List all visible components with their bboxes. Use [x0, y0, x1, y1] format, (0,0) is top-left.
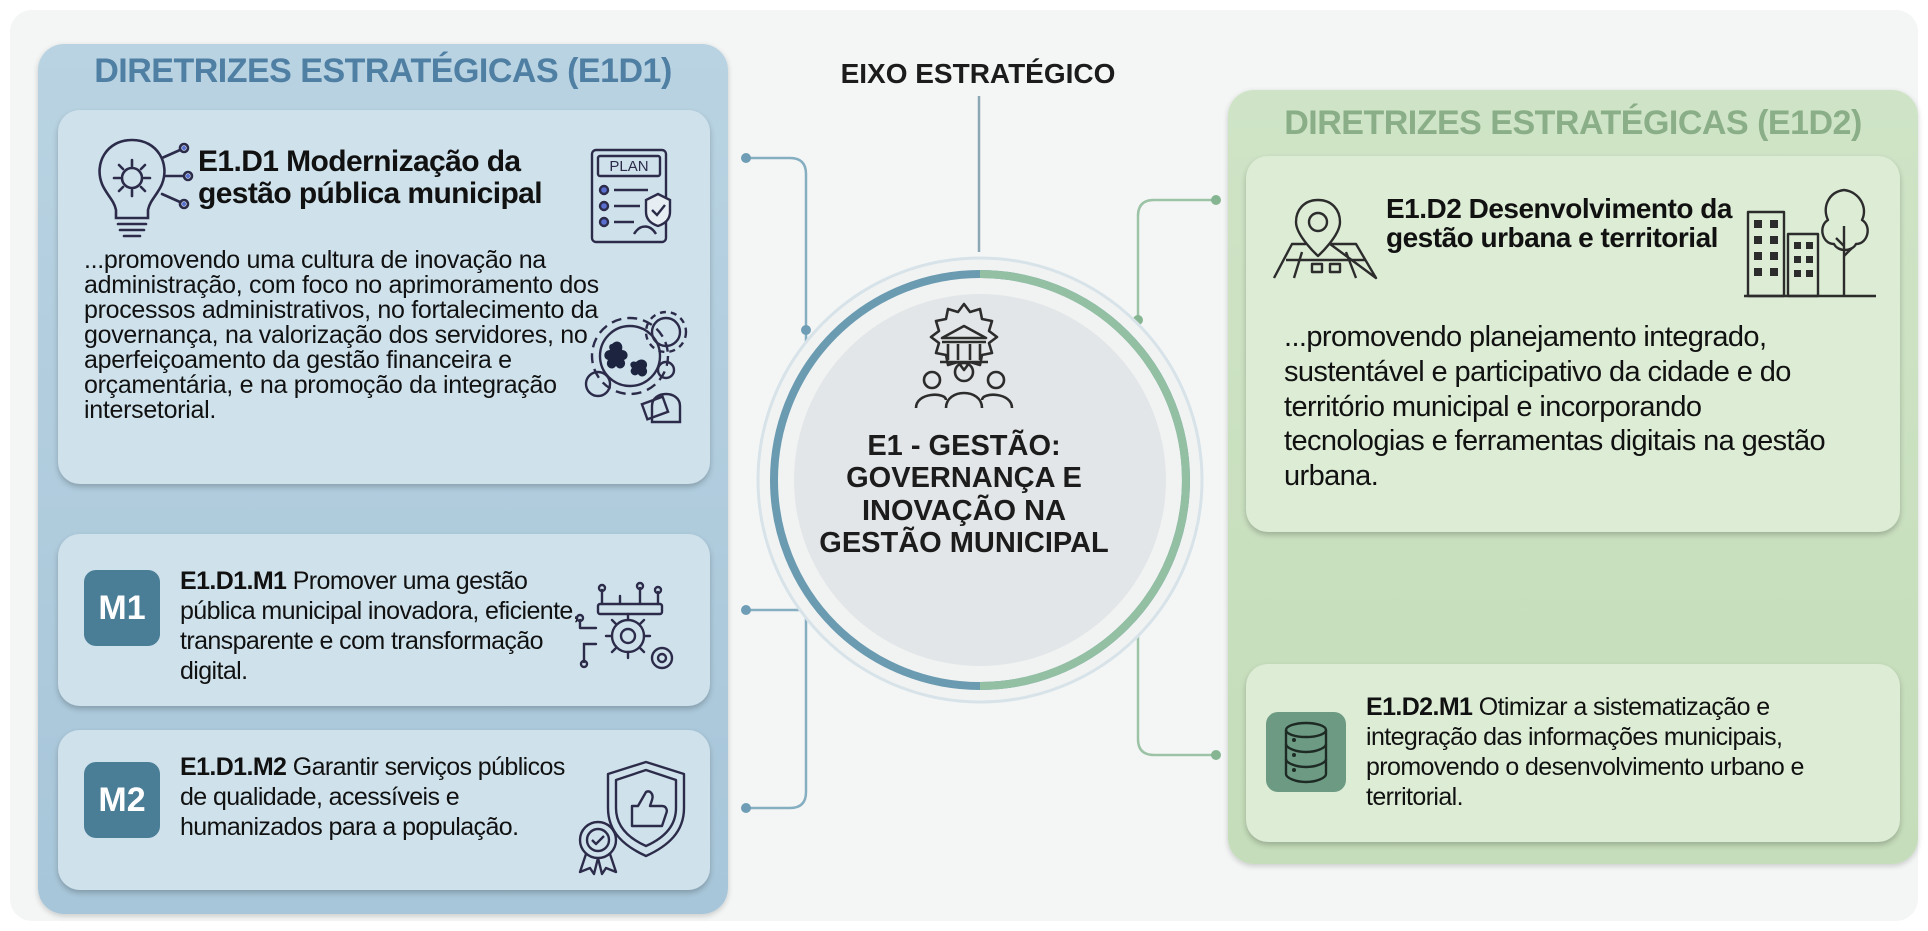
directive-card-e1d1 [58, 110, 710, 484]
directive-body-e1d2: ...promovendo planejamento integrado, su… [1284, 321, 1826, 493]
goal-description-e1d2m1: Otimizar a sistematização e integração d… [1366, 693, 1804, 811]
goal-card-e1d2m1 [1246, 664, 1900, 842]
goal-text-e1d1m1: E1.D1.M1 Promover uma gestão pública mun… [180, 566, 600, 686]
goal-card-e1d1m2 [58, 730, 710, 890]
strategic-axis-label: EIXO ESTRATÉGICO [840, 58, 1116, 89]
goal-text-e1d1m2: E1.D1.M2 Garantir serviços públicos de q… [180, 752, 590, 842]
goal-description-e1d1m2: Garantir serviços públicos de qualidade,… [180, 753, 565, 841]
plan-icon-label: PLAN [609, 158, 648, 175]
directive-title-e1d1: E1.D1 Modernização da gestão pública mun… [198, 145, 543, 210]
innovation-lightbulb-icon [98, 138, 194, 238]
directive-card-e1d2 [1246, 156, 1900, 532]
goal-code-e1d2m1: E1.D2.M1 [1366, 693, 1473, 721]
city-buildings-trees-icon [1744, 188, 1876, 298]
central-axis-title: E1 - GESTÃO: GOVERNANÇA E INOVAÇÃO NA GE… [819, 430, 1109, 560]
goal-code-e1d1m1: E1.D1.M1 [180, 567, 287, 595]
center-circle [756, 256, 1204, 704]
directive-body-e1d1: ...promovendo uma cultura de inovação na… [84, 246, 599, 424]
goal-card-e1d1m1 [58, 534, 710, 706]
goal-code-e1d1m2: E1.D1.M2 [180, 753, 287, 781]
plan-checklist-icon: PLAN [590, 148, 672, 244]
goal-text-e1d2m1: E1.D2.M1 Otimizar a sistematização e int… [1366, 692, 1876, 812]
left-panel-title: DIRETRIZES ESTRATÉGICAS (E1D1) [94, 52, 672, 90]
map-location-pin-icon [1272, 198, 1378, 280]
quality-shield-award-icon [578, 760, 686, 876]
directive-title-e1d2: E1.D2 Desenvolvimento da gestão urbana e… [1386, 193, 1732, 254]
database-server-icon [1266, 712, 1346, 792]
goal-badge-m2: M2 [84, 762, 160, 838]
governance-building-people-icon [914, 302, 1014, 409]
digital-gear-circuit-icon [575, 581, 674, 670]
people-gears-icon [584, 310, 688, 424]
goal-description-e1d1m1: Promover uma gestão pública municipal in… [180, 567, 580, 685]
goal-badge-m1: M1 [84, 570, 160, 646]
right-panel-title: DIRETRIZES ESTRATÉGICAS (E1D2) [1284, 104, 1862, 142]
